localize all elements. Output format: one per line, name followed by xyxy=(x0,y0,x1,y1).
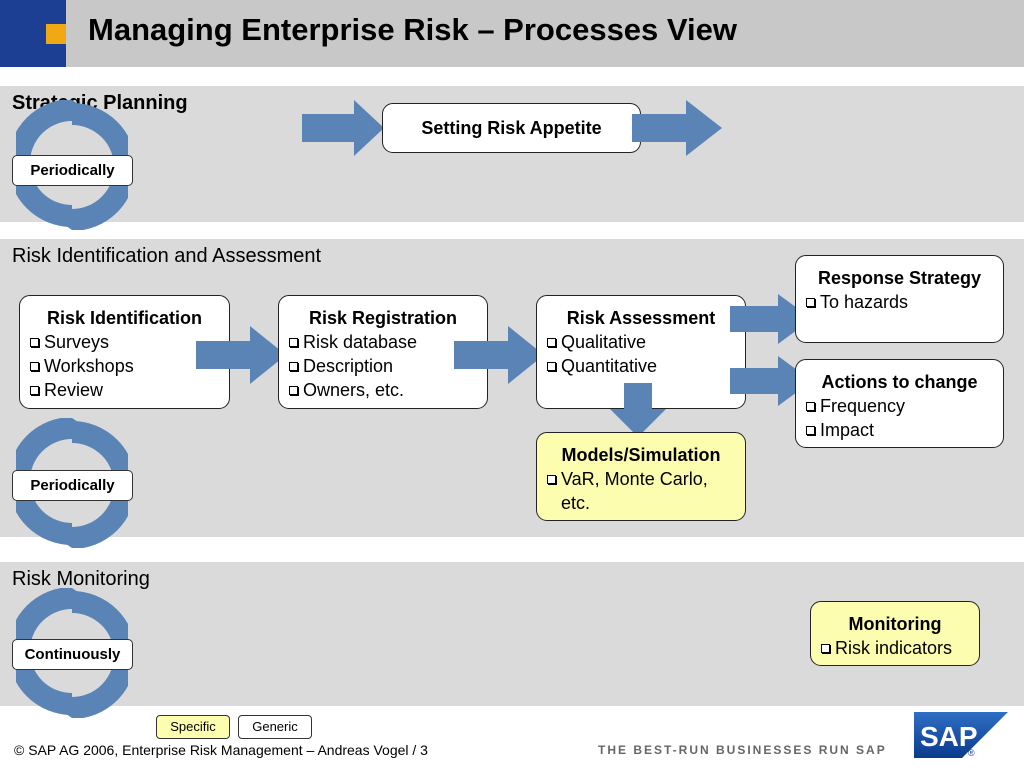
risk-identification-box: Risk Identification Surveys Workshops Re… xyxy=(19,295,230,409)
list-item: To hazards xyxy=(806,290,993,314)
arrow-right-icon xyxy=(730,294,812,344)
list-item: Frequency xyxy=(806,394,993,418)
response-strategy-box: Response Strategy To hazards xyxy=(795,255,1004,343)
frequency-badge-identification: Periodically xyxy=(12,470,133,501)
checkbox-bullet-icon xyxy=(30,362,39,371)
sap-logo-icon: SAP ® xyxy=(914,712,1008,758)
sap-logo-text: SAP xyxy=(920,721,978,752)
checkbox-bullet-icon xyxy=(547,362,556,371)
risk-identification-box-title: Risk Identification xyxy=(46,308,203,328)
checkbox-bullet-icon xyxy=(806,426,815,435)
list-item: Qualitative xyxy=(547,330,735,354)
list-item: VaR, Monte Carlo, etc. xyxy=(547,467,735,515)
checkbox-bullet-icon xyxy=(806,298,815,307)
title-accent-square xyxy=(46,24,66,44)
arrow-right-icon xyxy=(196,326,286,384)
list-item: Owners, etc. xyxy=(289,378,477,402)
models-simulation-box-title: Models/Simulation xyxy=(561,445,721,465)
list-item: Workshops xyxy=(30,354,219,378)
legend-generic: Generic xyxy=(238,715,312,739)
checkbox-bullet-icon xyxy=(547,475,556,484)
arrow-down-icon xyxy=(610,383,666,437)
list-item: Quantitative xyxy=(547,354,735,378)
list-item: Review xyxy=(30,378,219,402)
arrow-right-icon xyxy=(632,100,722,156)
models-simulation-box: Models/Simulation VaR, Monte Carlo, etc. xyxy=(536,432,746,521)
risk-assessment-box-title: Risk Assessment xyxy=(566,308,716,328)
checkbox-bullet-icon xyxy=(289,362,298,371)
arrow-right-icon xyxy=(730,356,812,406)
arrow-right-icon xyxy=(302,100,384,156)
footer-copyright: © SAP AG 2006, Enterprise Risk Managemen… xyxy=(14,742,428,758)
response-strategy-box-title: Response Strategy xyxy=(817,268,982,288)
title-bar: Managing Enterprise Risk – Processes Vie… xyxy=(0,0,1024,67)
monitoring-box: Monitoring Risk indicators xyxy=(810,601,980,666)
risk-registration-box: Risk Registration Risk database Descript… xyxy=(278,295,488,409)
list-item: Description xyxy=(289,354,477,378)
frequency-badge-monitoring: Continuously xyxy=(12,639,133,670)
list-item: Risk database xyxy=(289,330,477,354)
setting-risk-appetite-title: Setting Risk Appetite xyxy=(421,118,602,138)
risk-monitoring-title: Risk Monitoring xyxy=(12,568,150,590)
footer-tagline: THE BEST-RUN BUSINESSES RUN SAP xyxy=(598,743,887,757)
list-item: Impact xyxy=(806,418,993,442)
actions-to-change-box-title: Actions to change xyxy=(821,372,978,392)
page-title: Managing Enterprise Risk – Processes Vie… xyxy=(88,12,737,47)
monitoring-box-title: Monitoring xyxy=(848,614,942,634)
arrow-right-icon xyxy=(454,326,544,384)
legend-specific: Specific xyxy=(156,715,230,739)
checkbox-bullet-icon xyxy=(806,402,815,411)
list-item: Surveys xyxy=(30,330,219,354)
checkbox-bullet-icon xyxy=(30,338,39,347)
risk-registration-box-title: Risk Registration xyxy=(308,308,458,328)
frequency-badge-strategic: Periodically xyxy=(12,155,133,186)
checkbox-bullet-icon xyxy=(30,386,39,395)
checkbox-bullet-icon xyxy=(821,644,830,653)
risk-identification-title: Risk Identification and Assessment xyxy=(12,245,322,267)
checkbox-bullet-icon xyxy=(289,338,298,347)
checkbox-bullet-icon xyxy=(547,338,556,347)
sap-logo-mark: ® xyxy=(968,748,975,758)
setting-risk-appetite-box: Setting Risk Appetite xyxy=(382,103,641,153)
actions-to-change-box: Actions to change Frequency Impact xyxy=(795,359,1004,448)
list-item: Risk indicators xyxy=(821,636,969,660)
checkbox-bullet-icon xyxy=(289,386,298,395)
